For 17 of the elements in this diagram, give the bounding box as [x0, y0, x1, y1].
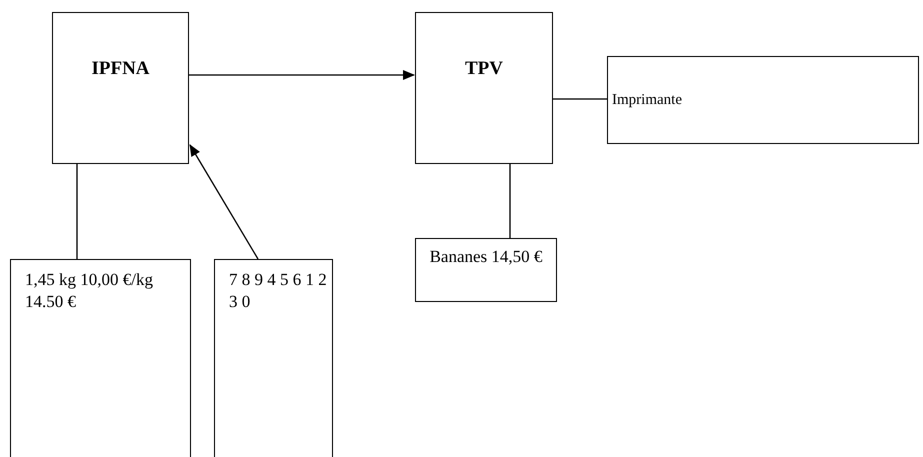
- process-box: [415, 238, 557, 302]
- connector-line: [76, 164, 78, 259]
- box-label: IPFNA: [90, 58, 151, 80]
- box-label: Imprimante: [612, 91, 682, 110]
- process-box: [10, 259, 191, 457]
- arrow: [189, 70, 415, 80]
- box-label: TPV: [464, 58, 504, 80]
- process-box: [214, 259, 333, 457]
- box-label: 7 8 9 4 5 6 1 2 3 0: [229, 269, 328, 313]
- box-label: 1,45 kg 10,00 €/kg 14.50 €: [25, 269, 154, 313]
- process-box: [52, 12, 189, 164]
- process-box: [607, 56, 919, 144]
- process-box: [415, 12, 553, 164]
- arrow: [189, 144, 259, 260]
- connector-line: [509, 164, 511, 238]
- box-label: Bananes 14,50 €: [428, 246, 544, 268]
- connector-line: [553, 98, 607, 100]
